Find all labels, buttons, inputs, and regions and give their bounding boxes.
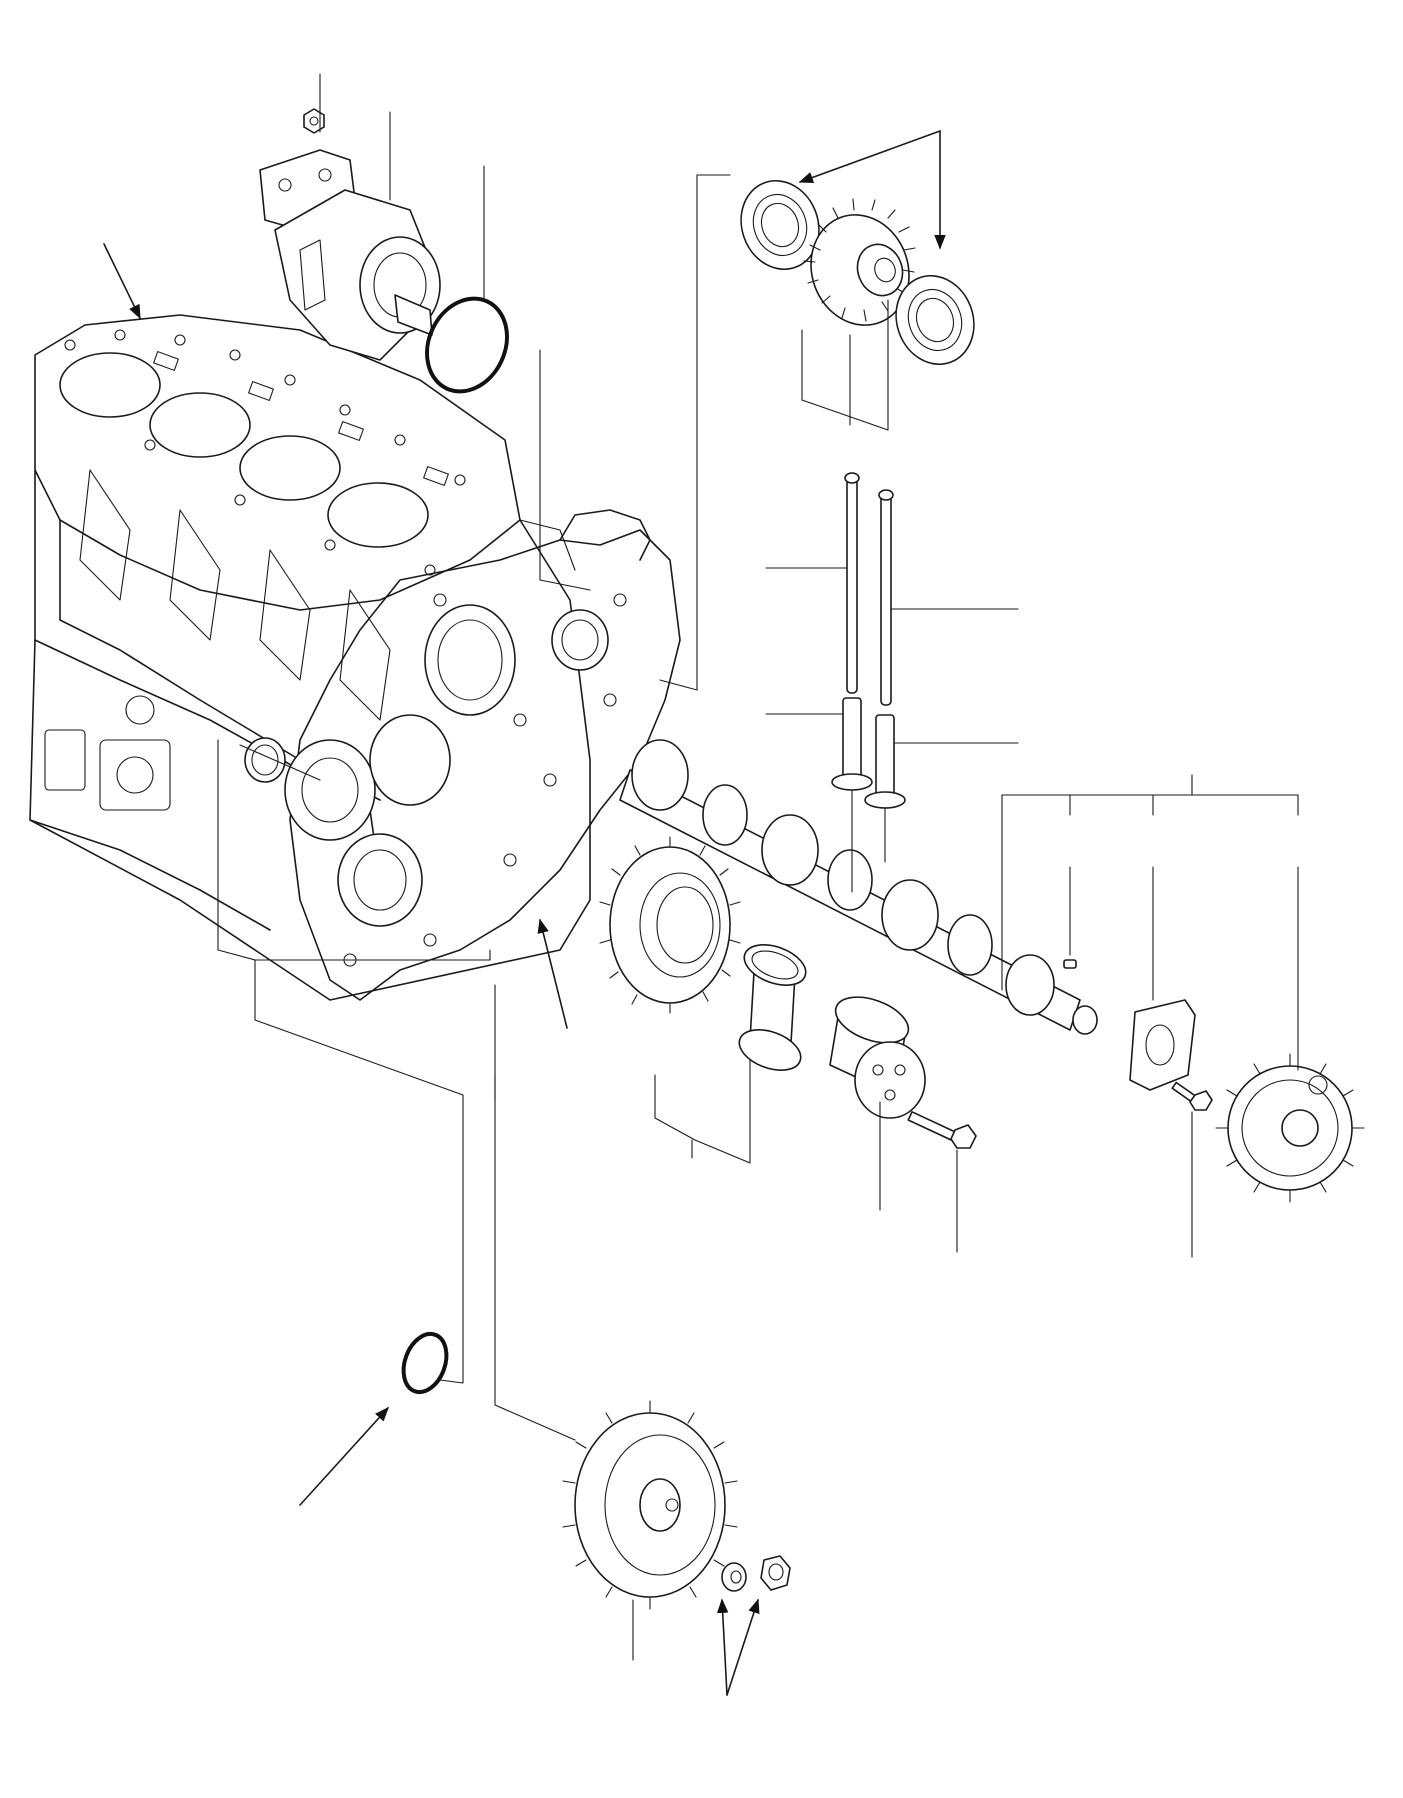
cam-gear xyxy=(1215,1053,1365,1203)
idler-shaft xyxy=(829,996,926,1119)
cylinder-block xyxy=(29,314,681,1001)
push-rods xyxy=(844,472,894,706)
gasket-holes xyxy=(64,329,466,576)
leader-lines xyxy=(217,73,1299,1661)
gasket-bore-2 xyxy=(149,392,251,458)
arrows xyxy=(103,130,946,1696)
cam-key xyxy=(1063,959,1077,969)
pump-o-ring xyxy=(425,296,509,394)
gasket-bore-1 xyxy=(59,352,161,418)
tappets xyxy=(831,697,906,809)
camshaft xyxy=(619,739,1098,1035)
thrust-plate-bolt xyxy=(1171,1081,1213,1111)
small-o-ring xyxy=(401,1331,449,1395)
idler-gear-small xyxy=(803,198,916,326)
pump-gear xyxy=(562,1400,738,1610)
injection-pump xyxy=(259,108,441,361)
idler-bushing xyxy=(738,944,807,1071)
cylinder-head-gasket xyxy=(34,314,521,611)
pump-gear-washer xyxy=(721,1562,747,1592)
gasket-bore-4 xyxy=(327,482,429,548)
gasket-bore-3 xyxy=(239,435,341,501)
idler-bearing-right xyxy=(895,274,975,366)
thrust-plate xyxy=(1129,999,1196,1091)
idler-shaft-bolt xyxy=(907,1111,977,1149)
pump-gear-nut xyxy=(760,1555,791,1591)
crank-gear xyxy=(599,836,741,1014)
idler-bearing-left xyxy=(740,179,820,271)
